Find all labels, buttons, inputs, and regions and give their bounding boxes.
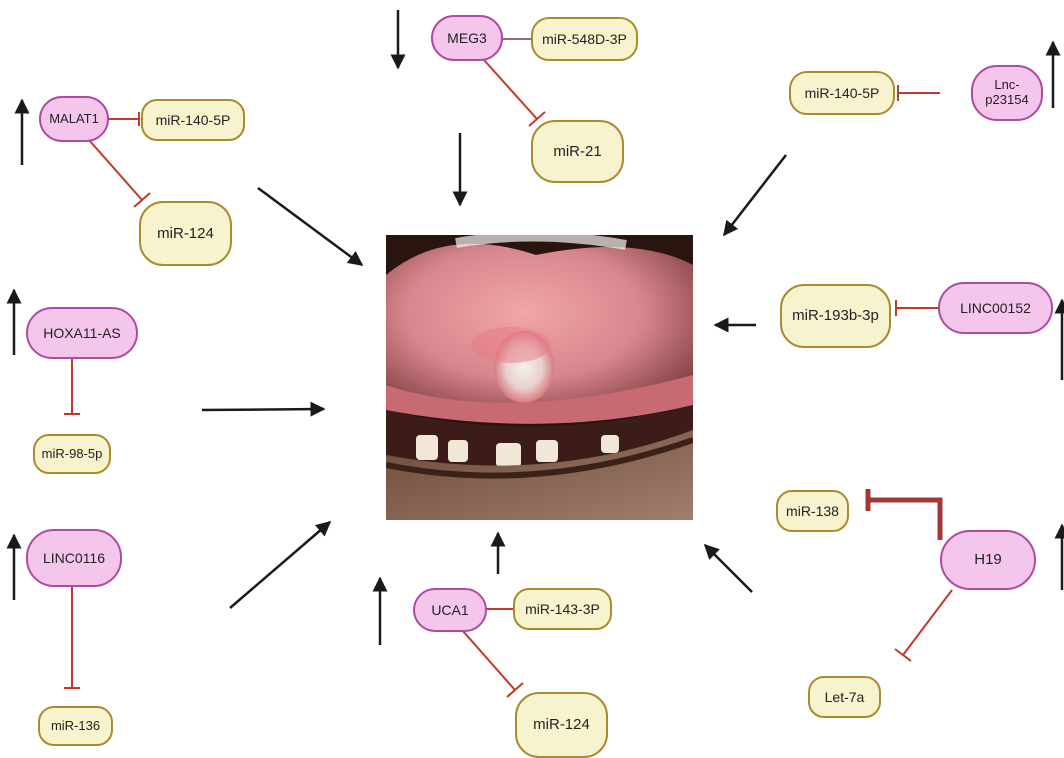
mir-98-5p-node: miR-98-5p	[33, 434, 111, 474]
arrow-mid-left	[202, 409, 324, 410]
arrow-bottom-right	[705, 545, 752, 592]
mir-124-bottom-node: miR-124	[515, 692, 608, 758]
lnc-p23154-node: Lnc- p23154	[971, 65, 1043, 121]
mir-193b-3p-node: miR-193b-3p	[780, 284, 891, 348]
linc00152-node: LINC00152	[938, 282, 1053, 334]
h19-let7a-link	[903, 590, 952, 655]
malat1-node: MALAT1	[39, 96, 109, 142]
meg3-node: MEG3	[431, 15, 503, 61]
uca1-mir124-link	[462, 630, 515, 690]
arrow-top-left	[258, 188, 362, 265]
mir-143-3p-node: miR-143-3P	[513, 588, 612, 630]
mir-140-5p-left-node: miR-140-5P	[141, 99, 245, 141]
h19-let7a-bar	[895, 649, 911, 661]
malat1-mir124-link	[89, 140, 142, 200]
meg3-mir21-link	[484, 60, 537, 119]
mir-548d-3p-node: miR-548D-3P	[531, 17, 638, 61]
hoxa11-as-node: HOXA11-AS	[26, 307, 138, 359]
mir-136-node: miR-136	[38, 706, 113, 746]
h19-node: H19	[940, 530, 1036, 590]
let-7a-node: Let-7a	[808, 676, 881, 718]
arrow-bottom-left	[230, 522, 330, 608]
mir-124-left-node: miR-124	[139, 201, 232, 266]
linc0116-node: LINC0116	[26, 529, 122, 587]
h19-mir138-link	[868, 500, 940, 540]
mir-21-node: miR-21	[531, 120, 624, 183]
arrow-top-right	[724, 155, 786, 235]
oral-lesion-photo	[386, 235, 693, 520]
mir-140-5p-right-node: miR-140-5P	[789, 71, 895, 115]
mir-138-node: miR-138	[776, 490, 849, 532]
uca1-node: UCA1	[413, 588, 487, 632]
